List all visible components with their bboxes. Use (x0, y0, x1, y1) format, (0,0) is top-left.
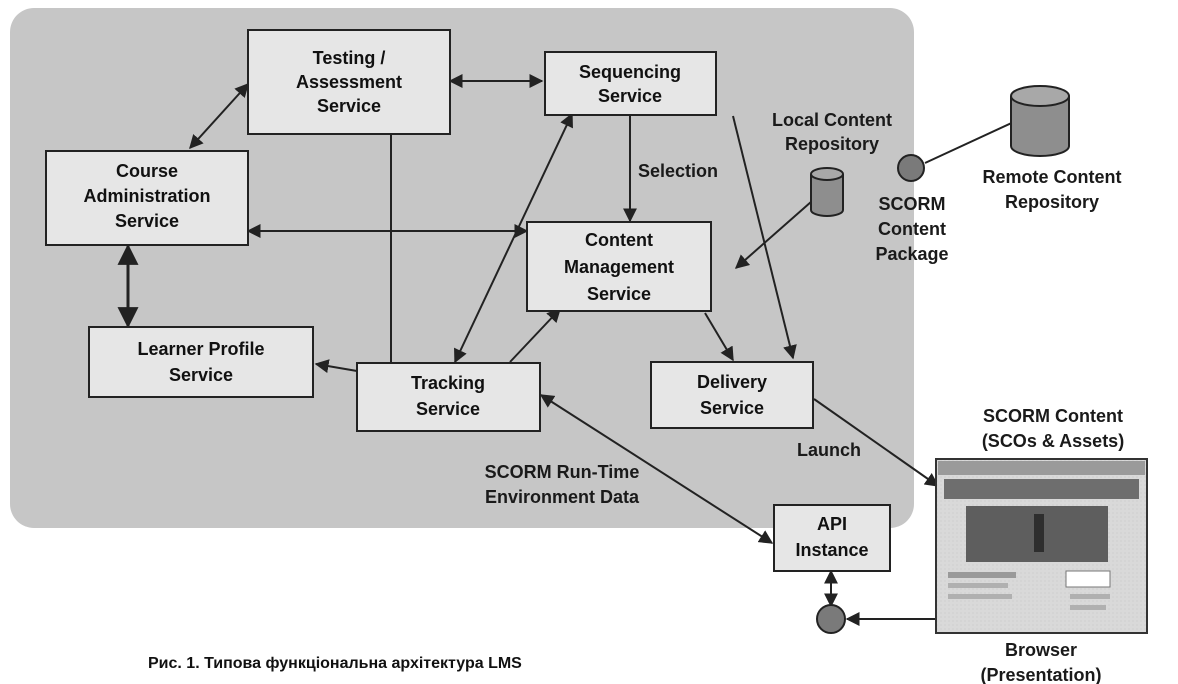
delivery-service-box: Delivery Service (650, 361, 814, 429)
course-testing-arrow (189, 82, 249, 150)
remote-repo-cylinder-icon (1010, 85, 1070, 157)
figure-caption: Рис. 1. Типова функціональна архітектура… (148, 655, 522, 672)
api-browser-node-icon (816, 604, 846, 634)
scorm-package-label-1: SCORM (879, 194, 946, 214)
local-repo-label-1: Local Content (772, 110, 892, 130)
course-admin-line-1: Course (116, 161, 178, 181)
sequencing-delivery-arrow (732, 115, 797, 360)
runtime-label-1: SCORM Run-Time (485, 462, 640, 482)
sequencing-line-1: Sequencing (579, 62, 681, 82)
local-repo-label-2: Repository (785, 134, 879, 154)
launch-browser-arrow (813, 398, 940, 487)
testing-line-2: Assessment (296, 72, 402, 92)
remote-node-line (924, 119, 1019, 164)
tracking-line-2: Service (416, 399, 480, 419)
content-mgmt-service-box: Content Management Service (526, 221, 712, 312)
content-mgmt-line-2: Management (564, 257, 674, 277)
browser-label-1: Browser (1005, 640, 1077, 660)
remote-repo-label-2: Repository (1005, 192, 1099, 212)
api-line-1: API (817, 514, 847, 534)
scorm-package-label-3: Package (875, 244, 948, 264)
tracking-service-box: Tracking Service (356, 362, 541, 432)
selection-label: Selection (638, 161, 718, 181)
runtime-api-arrow (539, 394, 774, 544)
tracking-sequencing-arrow (454, 112, 573, 364)
local-repo-cylinder-icon (810, 167, 844, 217)
launch-label: Launch (797, 440, 861, 460)
content-delivery-arrow (704, 312, 734, 362)
browser-label-2: (Presentation) (980, 665, 1101, 684)
course-admin-line-2: Administration (83, 186, 210, 206)
testing-service-box: Testing / Assessment Service (247, 29, 451, 135)
package-node-icon (897, 154, 925, 182)
api-line-2: Instance (795, 540, 868, 560)
browser-window-icon (935, 458, 1148, 634)
scorm-package-label-2: Content (878, 219, 946, 239)
learner-profile-line-1: Learner Profile (137, 339, 264, 359)
testing-line-1: Testing / (313, 48, 386, 68)
sequencing-service-box: Sequencing Service (544, 51, 717, 116)
course-admin-line-3: Service (115, 211, 179, 231)
learner-profile-line-2: Service (169, 365, 233, 385)
delivery-line-2: Service (700, 398, 764, 418)
tracking-content-arrow (509, 307, 561, 363)
tracking-line-1: Tracking (411, 373, 485, 393)
delivery-line-1: Delivery (697, 372, 767, 392)
local-repo-content-arrow (734, 193, 821, 269)
testing-line-3: Service (317, 96, 381, 116)
lms-panel (10, 8, 914, 528)
content-mgmt-line-1: Content (585, 230, 653, 250)
scorm-content-label-2: (SCOs & Assets) (982, 431, 1124, 451)
remote-repo-label-1: Remote Content (983, 167, 1122, 187)
sequencing-line-2: Service (598, 86, 662, 106)
course-admin-service-box: Course Administration Service (45, 150, 249, 246)
api-instance-box: API Instance (773, 504, 891, 572)
connectors (117, 74, 1019, 626)
learner-profile-service-box: Learner Profile Service (88, 326, 314, 398)
runtime-label-2: Environment Data (485, 487, 640, 507)
scorm-content-label-1: SCORM Content (983, 406, 1123, 426)
content-mgmt-line-3: Service (587, 284, 651, 304)
tracking-learner-arrow (314, 359, 358, 374)
